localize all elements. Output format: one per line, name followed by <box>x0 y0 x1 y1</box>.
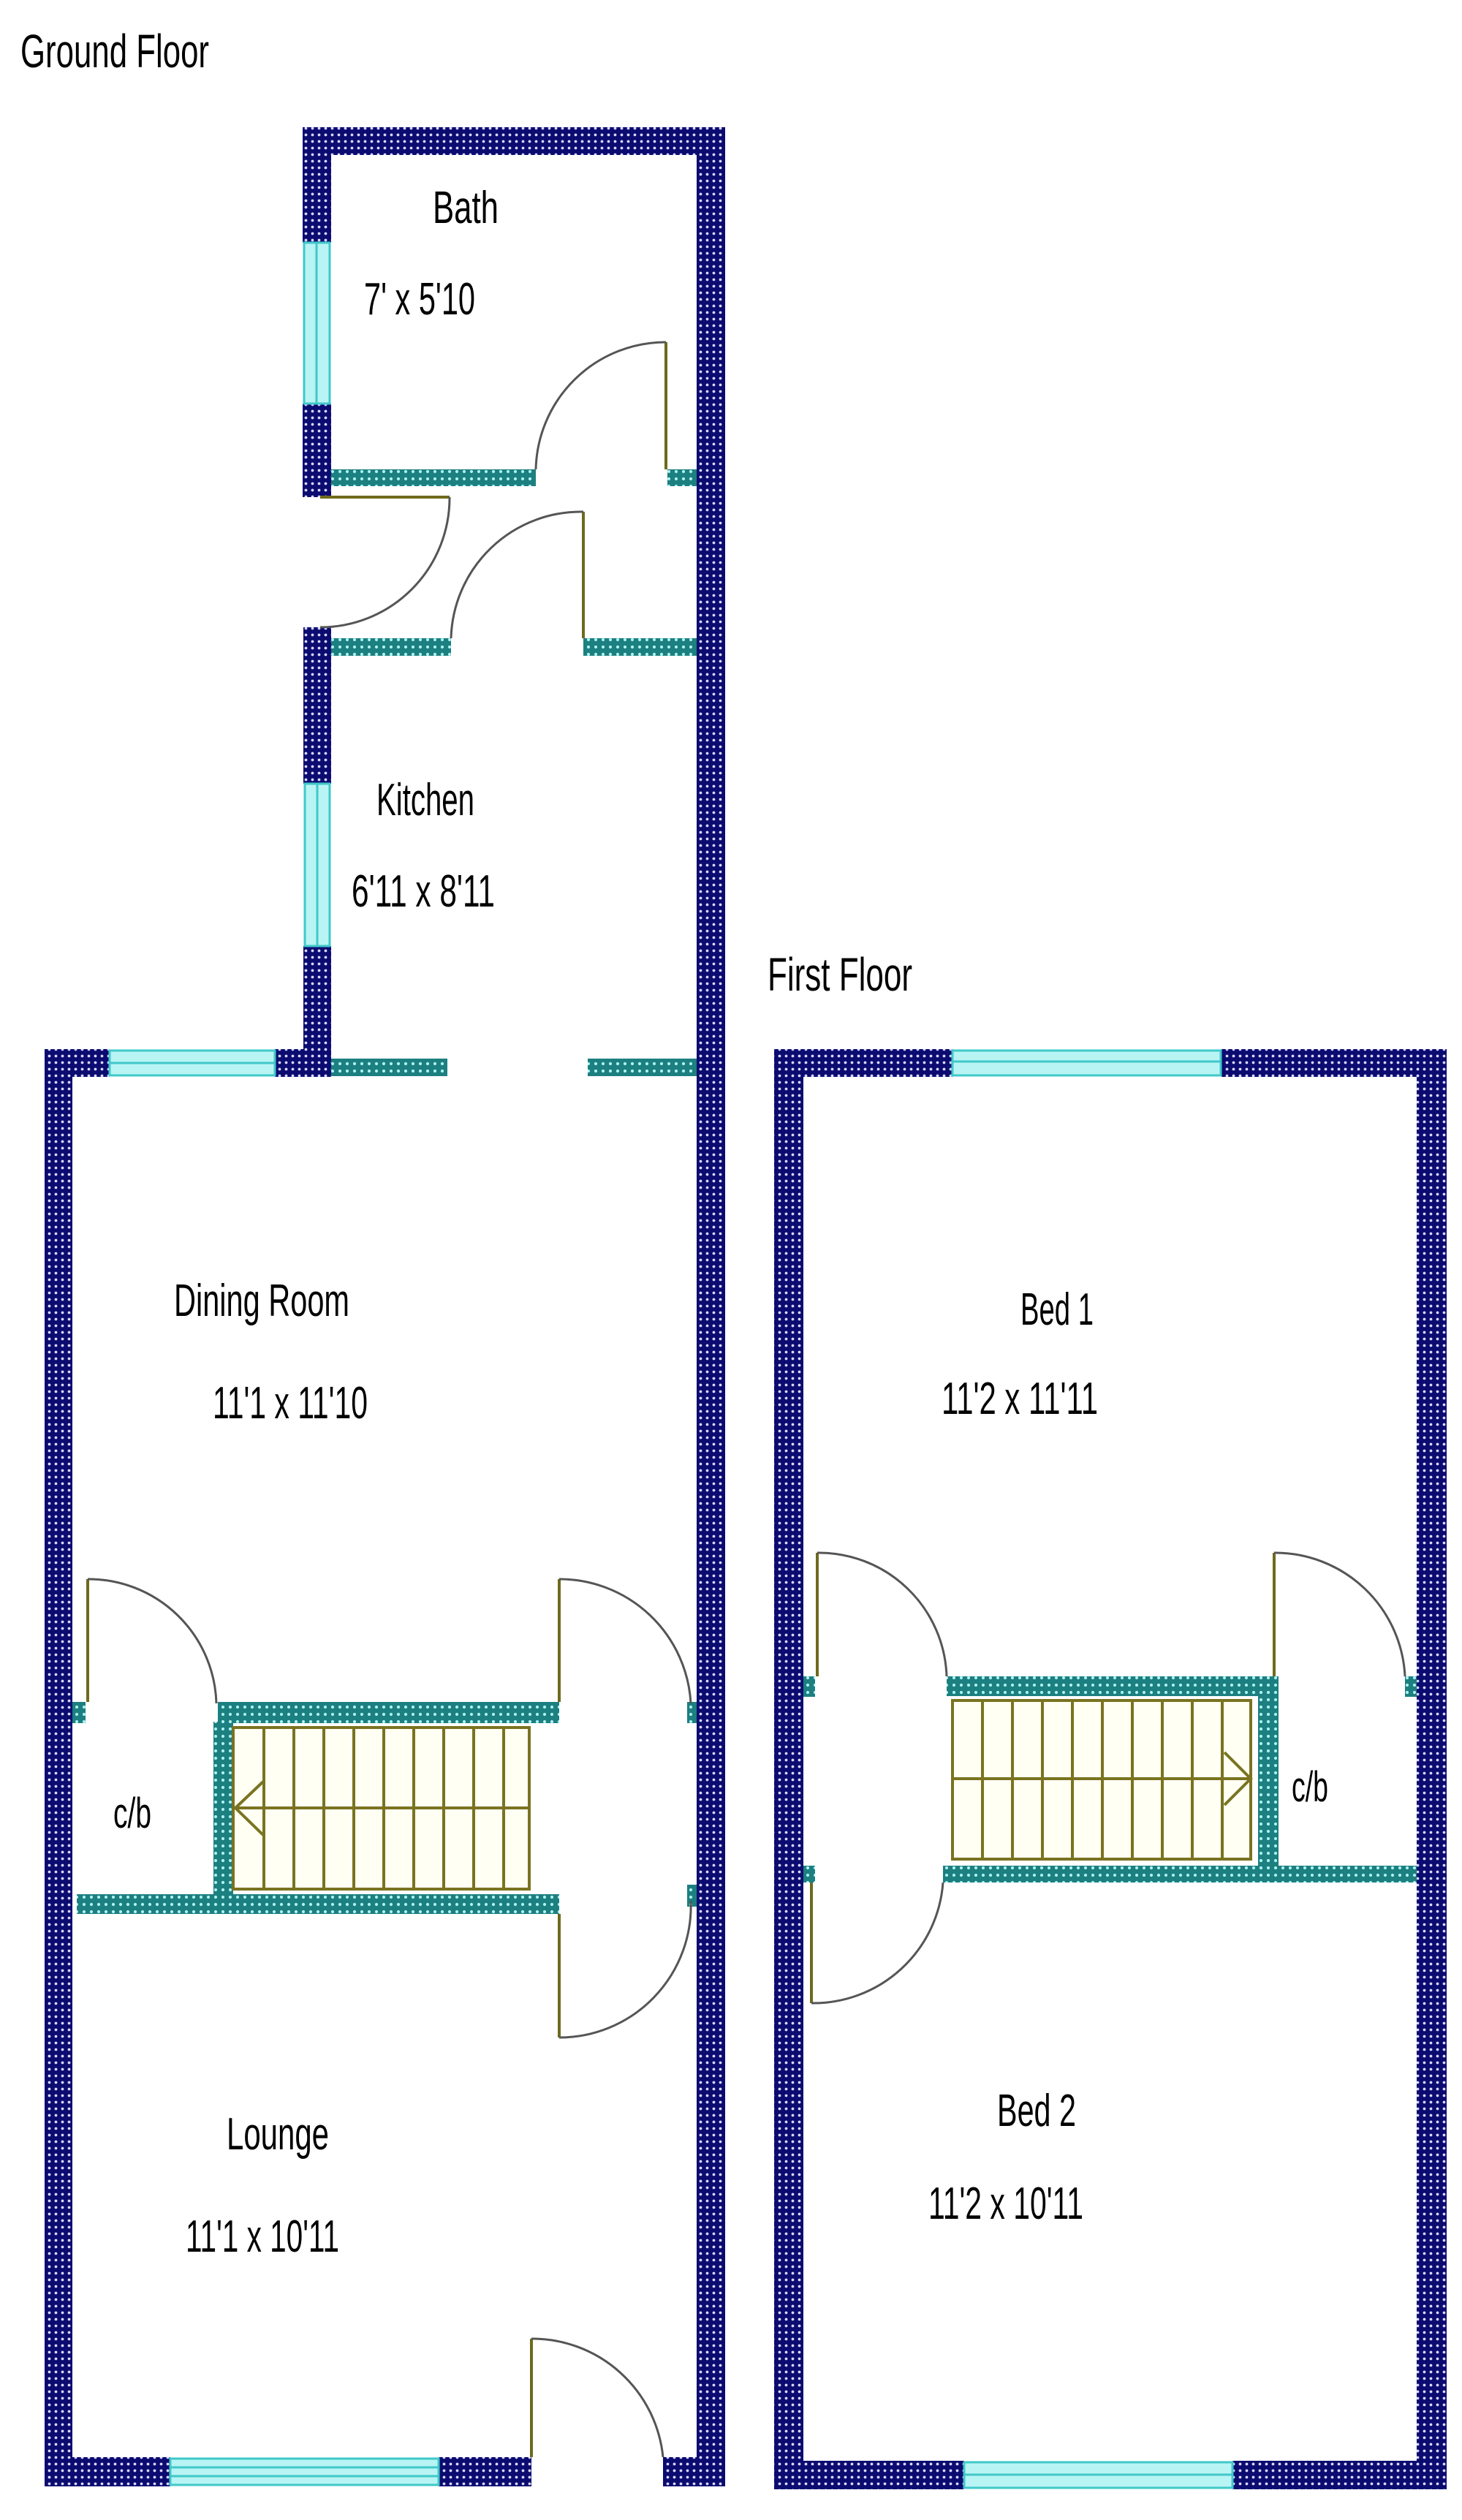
lounge-dimensions: 11'1 x 10'11 <box>186 2211 339 2262</box>
staircase-first <box>951 1699 1253 1861</box>
bath-dimensions: 7' x 5'10 <box>364 274 475 325</box>
front-door <box>530 2337 664 2458</box>
kitchen-dimensions: 6'11 x 8'11 <box>352 866 495 917</box>
bed1-dimensions: 11'2 x 11'11 <box>942 1374 1098 1424</box>
internal-walls-first <box>803 1676 1417 1883</box>
lounge-window <box>169 2457 440 2486</box>
windows-ground <box>108 241 440 2486</box>
doors-first <box>810 1551 1406 2005</box>
internal-walls-ground <box>72 469 697 1914</box>
dining-door <box>558 1578 692 1704</box>
cupboard-label-ground: c/b <box>113 1790 151 1837</box>
bed2-window <box>963 2461 1234 2489</box>
kitchen-window <box>303 782 331 947</box>
external-walls-first <box>774 1049 1447 2489</box>
bed2-dimensions: 11'2 x 10'11 <box>928 2179 1083 2229</box>
external-walls-ground <box>45 127 725 2486</box>
cupboard-label-first: c/b <box>1292 1763 1328 1811</box>
bed1-label: Bed 1 <box>1020 1284 1094 1335</box>
bath-label: Bath <box>433 183 499 233</box>
lounge-label: Lounge <box>227 2109 329 2160</box>
bath-door <box>534 341 667 470</box>
dining-room-label: Dining Room <box>174 1276 349 1326</box>
ground-floor-title: Ground Floor <box>20 25 209 77</box>
bed1-window <box>951 1049 1222 1077</box>
cupboard-door-ground <box>86 1578 218 1704</box>
bath-window <box>303 241 331 405</box>
windows-first <box>951 1049 1234 2489</box>
bed2-door <box>810 1882 944 2005</box>
bed2-label: Bed 2 <box>997 2086 1076 2136</box>
lounge-door <box>558 1900 692 2039</box>
back-door <box>319 496 451 629</box>
first-floor-title: First Floor <box>768 948 912 1001</box>
kitchen-door <box>450 510 585 639</box>
dining-window <box>108 1049 276 1077</box>
cupboard-door-first <box>1273 1551 1406 1677</box>
staircase-ground <box>232 1726 531 1891</box>
doors-ground <box>86 341 692 2458</box>
bed1-door <box>816 1551 948 1677</box>
first-floor: First Floor <box>768 948 1447 2489</box>
dining-room-dimensions: 11'1 x 11'10 <box>213 1378 368 1429</box>
ground-floor: Ground Floor <box>20 25 725 2486</box>
kitchen-label: Kitchen <box>376 775 474 825</box>
